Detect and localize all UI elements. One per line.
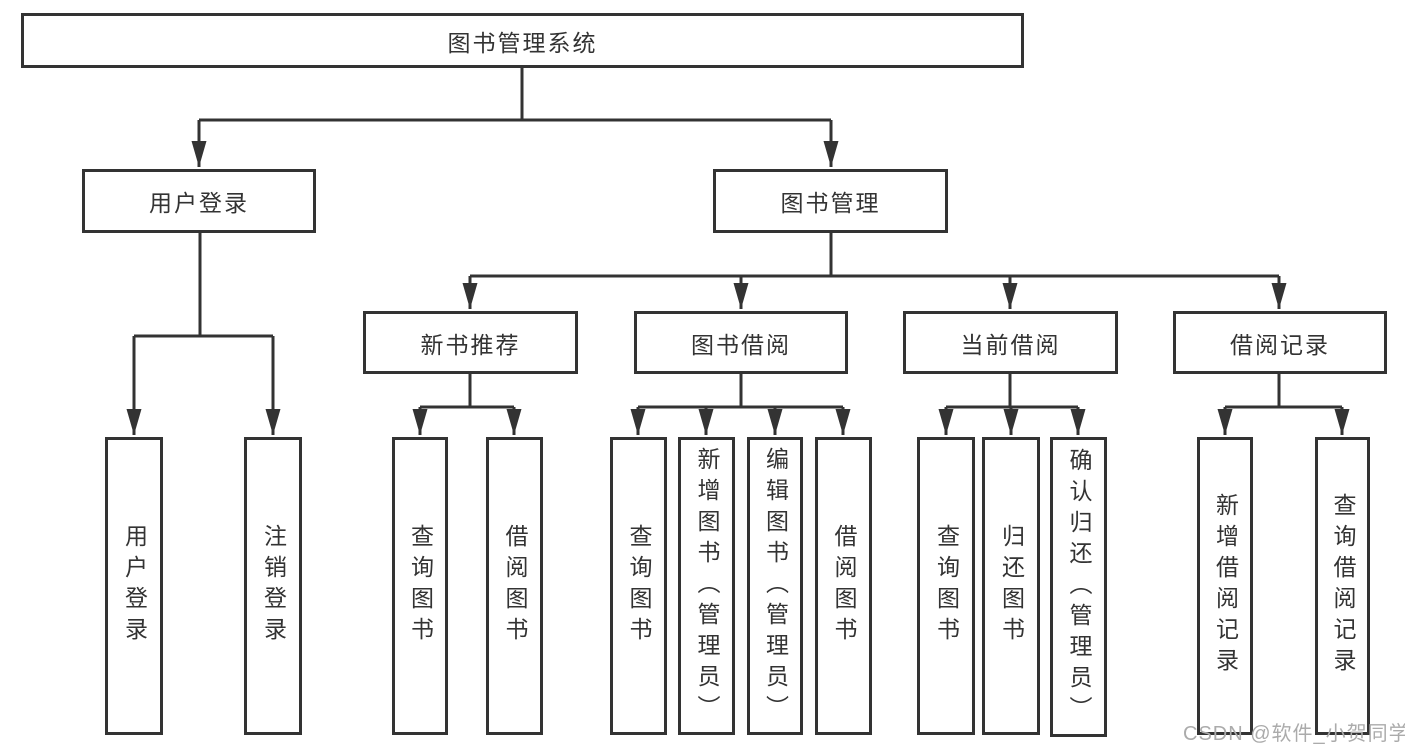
leaf-query-books: 查询图书 (392, 437, 448, 735)
leaf-edit-books-admin: 编辑图书（管理员） (747, 437, 803, 735)
leaf-query-books: 查询图书 (610, 437, 667, 735)
leaf-query-borrow-record: 查询借阅记录 (1315, 437, 1370, 735)
node-current-borrowing: 当前借阅 (903, 311, 1118, 374)
node-new-book-recommend: 新书推荐 (363, 311, 578, 374)
leaf-borrow-books: 借阅图书 (486, 437, 543, 735)
node-book-borrowing: 图书借阅 (634, 311, 848, 374)
node-user-login: 用户登录 (82, 169, 316, 233)
leaf-user-login: 用户登录 (105, 437, 163, 735)
leaf-add-borrow-record: 新增借阅记录 (1197, 437, 1253, 735)
node-book-management: 图书管理 (713, 169, 948, 233)
leaf-add-books-admin: 新增图书（管理员） (678, 437, 735, 735)
leaf-logout-login: 注销登录 (244, 437, 302, 735)
leaf-confirm-return-admin: 确认归还（管理员） (1050, 437, 1107, 737)
leaf-query-books: 查询图书 (917, 437, 975, 735)
node-borrowing-records: 借阅记录 (1173, 311, 1387, 374)
leaf-borrow-books: 借阅图书 (815, 437, 872, 735)
watermark: CSDN @软件_小贺同学 (1183, 723, 1405, 745)
node-library-management-system: 图书管理系统 (21, 13, 1024, 68)
leaf-return-books: 归还图书 (982, 437, 1040, 735)
